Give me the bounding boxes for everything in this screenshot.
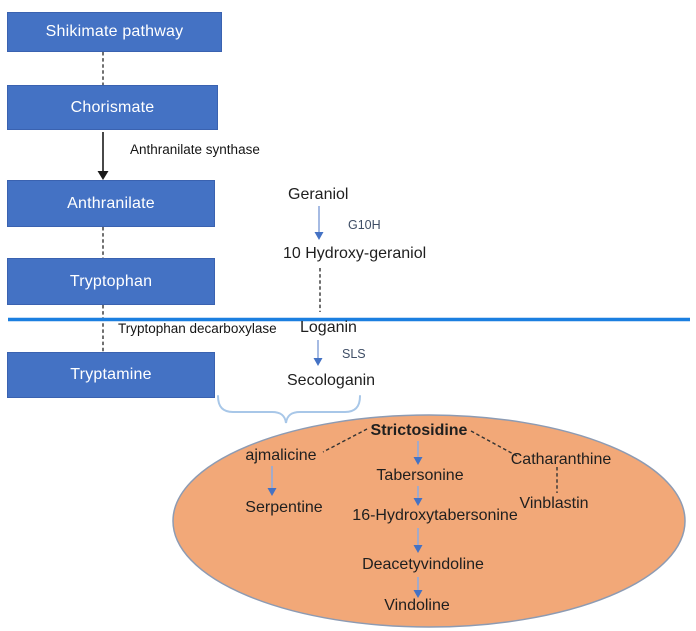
label-geraniol: Geraniol	[288, 186, 349, 203]
box-tryptophan: Tryptophan	[7, 258, 215, 305]
dashed-connector-strictosidine-catharanthine	[470, 430, 518, 457]
label-sls-enzyme: SLS	[342, 347, 366, 361]
label-deacetyvindoline: Deacetyvindoline	[362, 556, 484, 573]
label-serpentine: Serpentine	[245, 499, 323, 516]
box-shikimate-pathway: Shikimate pathway	[7, 12, 222, 52]
arrow-ajmalicine-serpentine	[267, 466, 277, 496]
arrow-chorismate-anthranilate	[97, 132, 109, 180]
label-16-hydroxytabersonine: 16-Hydroxytabersonine	[352, 507, 518, 524]
dashed-connector-strictosidine-ajmalicine	[322, 428, 368, 453]
label-anthranilate-synthase: Anthranilate synthase	[130, 142, 260, 157]
label-10-hydroxy-geraniol: 10 Hydroxy-geraniol	[283, 245, 427, 262]
label-ajmalicine: ajmalicine	[245, 447, 317, 464]
label-tryptophan-decarboxylase: Tryptophan decarboxylase	[118, 321, 277, 336]
merge-brace	[217, 395, 361, 424]
box-anthranilate: Anthranilate	[7, 180, 215, 227]
label-secologanin: Secologanin	[287, 372, 376, 389]
label-vindoline: Vindoline	[384, 597, 450, 614]
label-tabersonine: Tabersonine	[376, 467, 464, 484]
arrow-deacetyvindoline-vindoline	[413, 577, 423, 598]
box-tryptamine: Tryptamine	[7, 352, 215, 398]
arrow-geraniol-hydroxygeraniol	[314, 206, 324, 240]
arrow-loganin-secologanin	[313, 340, 323, 366]
label-catharanthine: Catharanthine	[510, 451, 612, 468]
arrow-hydroxytabersonine-deacetyvindoline	[413, 528, 423, 553]
label-strictosidine: Strictosidine	[370, 422, 468, 439]
arrow-tabersonine-hydroxytabersonine	[413, 486, 423, 506]
label-g10h-enzyme: G10H	[348, 218, 381, 232]
label-loganin: Loganin	[300, 319, 357, 336]
arrow-strictosidine-tabersonine	[413, 441, 423, 465]
label-vinblastin: Vinblastin	[519, 495, 589, 512]
box-chorismate: Chorismate	[7, 85, 218, 130]
